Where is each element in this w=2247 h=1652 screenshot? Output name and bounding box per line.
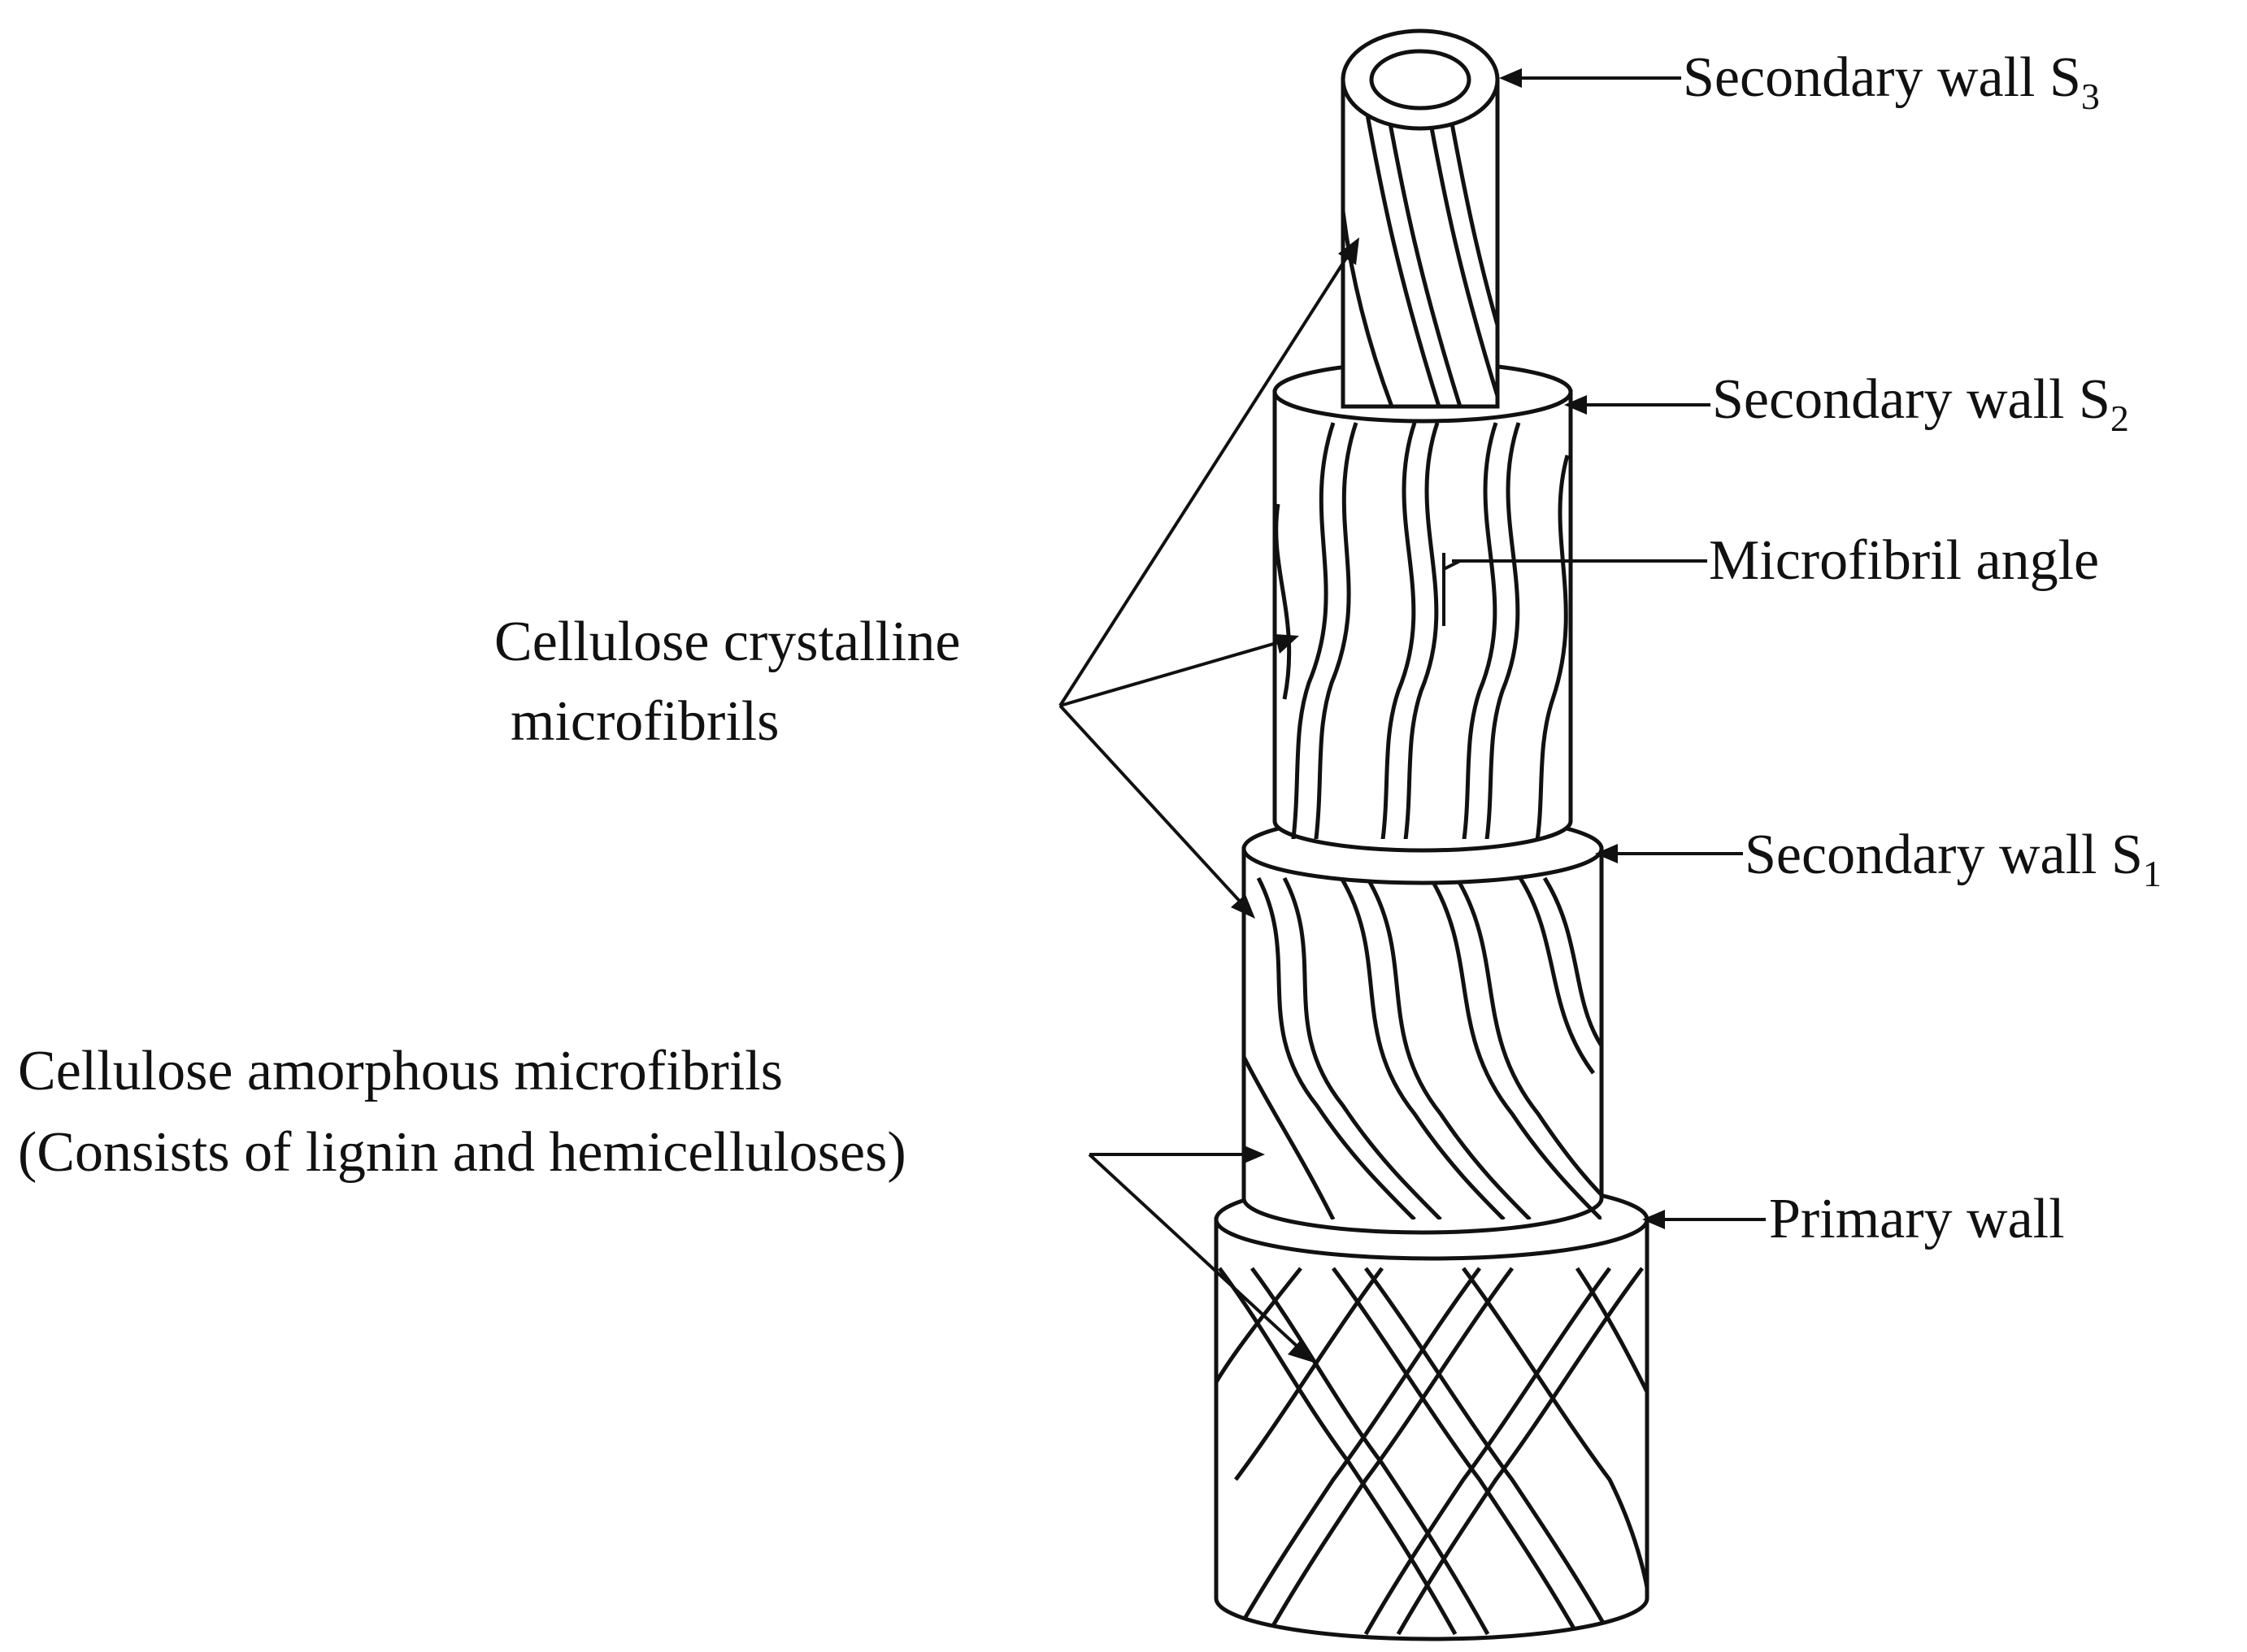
secondary-wall-s1-cylinder <box>1241 812 1604 1235</box>
s2-body <box>1272 389 1573 853</box>
arrowhead <box>1242 1145 1265 1164</box>
fibril <box>1384 105 1463 407</box>
fibril <box>1363 105 1441 407</box>
s1-body <box>1241 846 1604 1235</box>
leader-crystalline-1 <box>1058 249 1353 707</box>
primary-wall-crossed-fibrils <box>1216 1267 1647 1636</box>
fibril <box>1454 876 1602 1198</box>
fibril <box>1217 1267 1458 1636</box>
fibril <box>1341 211 1394 407</box>
fibril <box>1461 1267 1647 1611</box>
fibril <box>1446 105 1497 333</box>
label-secondary-wall-s3: Secondary wall S3 <box>1683 46 2100 117</box>
fibril <box>1518 876 1596 1075</box>
label-amorphous-line2: (Consists of lignin and hemicelluloses) <box>18 1121 906 1184</box>
fibril <box>1403 422 1440 839</box>
fibril <box>1396 1267 1645 1636</box>
s3-helical-fibrils <box>1341 105 1497 407</box>
s1-helical-fibrils <box>1244 876 1602 1219</box>
primary-wall-body <box>1214 1217 1649 1641</box>
arrowhead <box>1288 1340 1314 1363</box>
fibril <box>1331 1267 1580 1636</box>
label-s2-main: Secondary wall S <box>1712 368 2110 431</box>
label-primary-wall: Primary wall <box>1769 1188 2065 1250</box>
label-crystalline-line2: microfibrils <box>511 690 779 753</box>
label-s3-subscript: 3 <box>2081 76 2100 117</box>
secondary-wall-s2-cylinder <box>1272 360 1573 853</box>
label-microfibril-angle: Microfibril angle <box>1709 529 2099 592</box>
label-secondary-wall-s2: Secondary wall S2 <box>1712 368 2129 439</box>
s3-lumen <box>1369 49 1471 111</box>
label-crystalline-line1: Cellulose crystalline <box>494 611 960 673</box>
leader-amorphous-2 <box>1088 1153 1302 1351</box>
label-secondary-wall-s1: Secondary wall S1 <box>1745 824 2162 894</box>
fibril <box>1233 1267 1384 1481</box>
fibril <box>1363 1267 1612 1636</box>
fibril <box>1542 876 1602 1050</box>
fibril <box>1314 422 1358 839</box>
arrowhead <box>1499 68 1522 88</box>
labels: Secondary wall S3 Secondary wall S2 Micr… <box>18 46 2162 1250</box>
fibril <box>1244 1055 1336 1219</box>
fibril <box>1425 105 1497 403</box>
fibril <box>1575 1267 1647 1400</box>
fibril <box>1535 454 1570 839</box>
fibril <box>1291 422 1336 839</box>
fibril <box>1363 1267 1612 1636</box>
fibril <box>1256 876 1416 1219</box>
fibril <box>1266 1267 1515 1636</box>
fibril <box>1380 422 1417 839</box>
fibril <box>1275 503 1292 700</box>
leader-crystalline-3 <box>1058 704 1245 907</box>
fibril <box>1484 422 1521 839</box>
fibril <box>1282 876 1442 1219</box>
fibril <box>1428 876 1602 1219</box>
primary-wall-cylinder <box>1214 1178 1649 1641</box>
label-s2-subscript: 2 <box>2110 398 2129 439</box>
fibril <box>1365 876 1532 1219</box>
fibril <box>1250 1267 1490 1636</box>
leader-crystalline-2 <box>1059 639 1285 707</box>
label-s1-main: Secondary wall S <box>1745 824 2143 886</box>
arrowhead <box>1564 395 1587 415</box>
arrowhead <box>1231 894 1255 919</box>
arrowhead <box>1595 844 1618 863</box>
fibril <box>1339 876 1506 1219</box>
arrowhead <box>1275 634 1299 654</box>
fibril <box>1216 1267 1302 1384</box>
fibril <box>1462 422 1498 839</box>
fibril <box>1233 1267 1482 1636</box>
label-s1-subscript: 1 <box>2143 853 2162 894</box>
label-s3-main: Secondary wall S <box>1683 46 2081 109</box>
leader-lines <box>1058 68 1766 1363</box>
arrowhead <box>1338 237 1359 265</box>
label-amorphous-line1: Cellulose amorphous microfibrils <box>18 1040 783 1102</box>
arrowhead <box>1642 1210 1665 1229</box>
secondary-wall-s3-cylinder <box>1341 28 1500 409</box>
s2-helical-fibrils <box>1275 422 1570 839</box>
